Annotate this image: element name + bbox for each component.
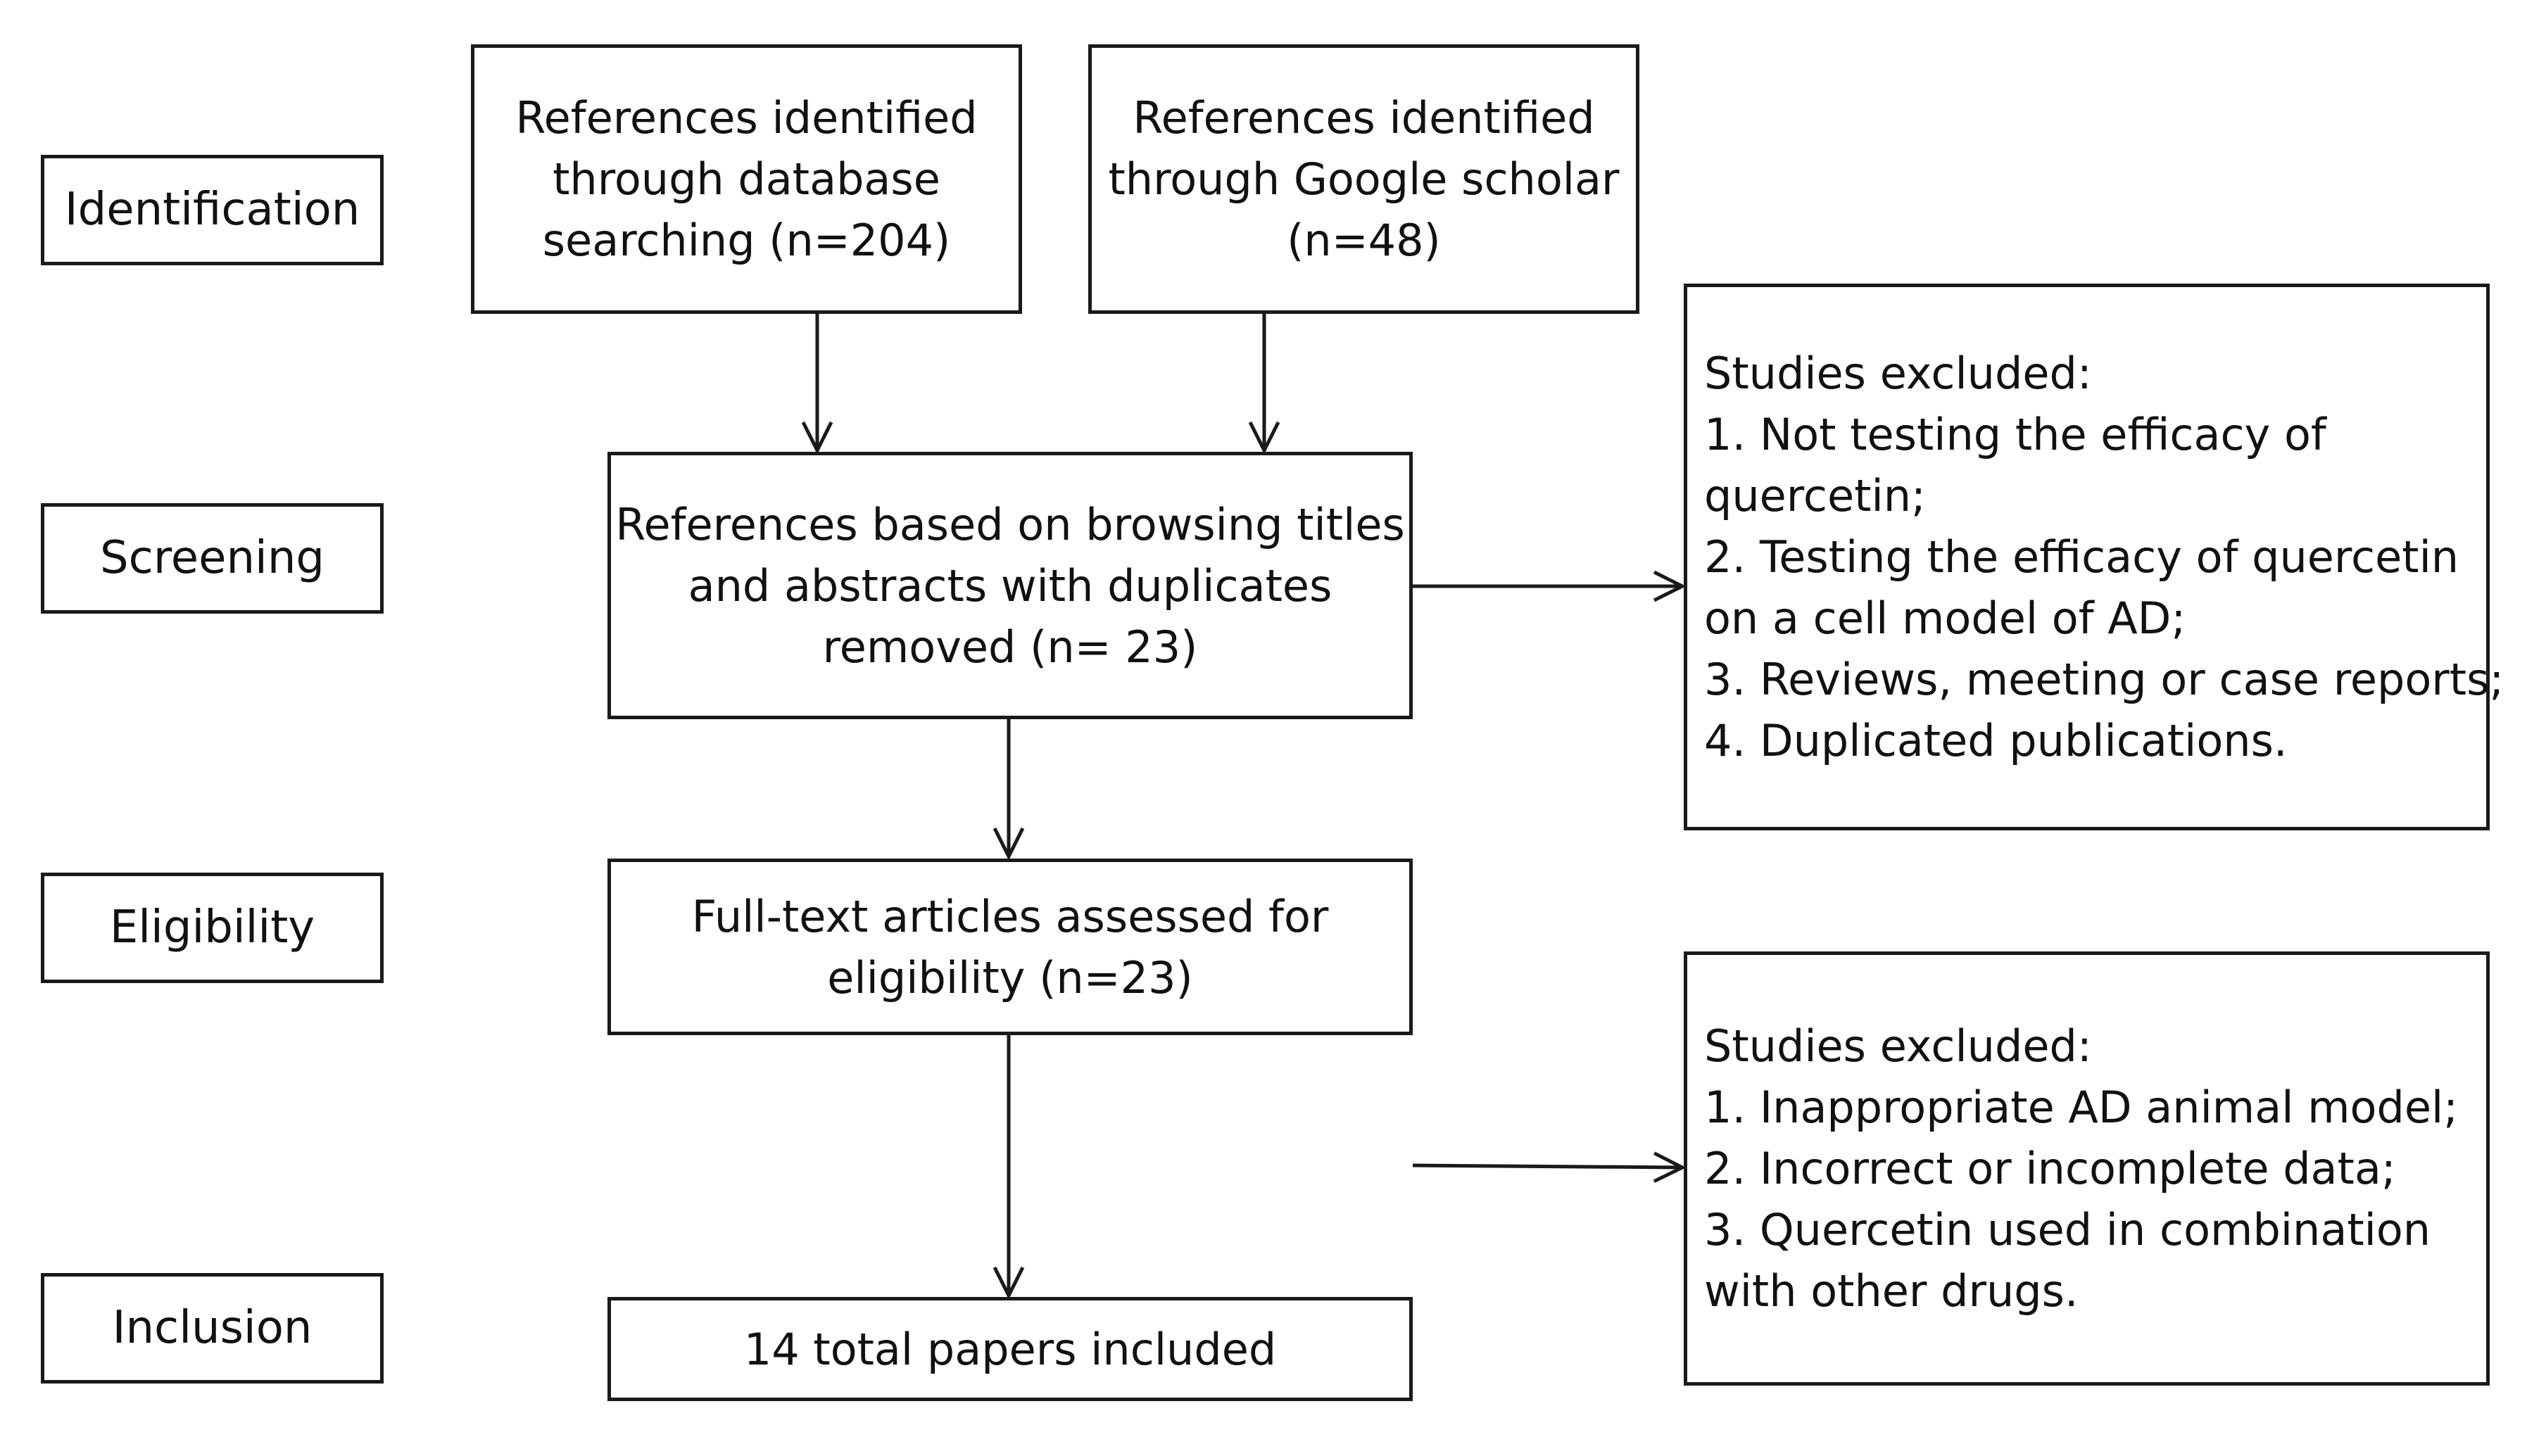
screening-exclusion-line-5: on a cell model of AD;: [1704, 593, 2186, 644]
screening-line-3: removed (n= 23): [822, 621, 1198, 673]
eligibility-exclusion-line-2: 1. Inappropriate AD animal model;: [1704, 1082, 2459, 1133]
eligibility-exclusion-line-1: Studies excluded:: [1704, 1020, 2092, 1072]
screening-exclusion-line-6: 3. Reviews, meeting or case reports;: [1704, 654, 2504, 705]
database-line-3: searching (n=204): [542, 215, 951, 266]
screening-exclusion-line-3: quercetin;: [1704, 470, 1926, 521]
stage-inclusion: Inclusion: [41, 1273, 384, 1384]
scholar-references-box: References identified through Google sch…: [1088, 44, 1639, 314]
scholar-line-1: References identified: [1133, 92, 1595, 144]
stage-identification: Identification: [41, 155, 384, 265]
scholar-line-3: (n=48): [1287, 215, 1441, 266]
arrow-to-eligibility-exclusion: [1412, 1165, 1682, 1167]
screening-references-box: References based on browsing titles and …: [607, 452, 1413, 719]
stage-eligibility: Eligibility: [41, 873, 384, 983]
screening-exclusion-line-1: Studies excluded:: [1704, 348, 2092, 399]
database-references-box: References identified through database s…: [471, 44, 1022, 314]
screening-exclusion-line-4: 2. Testing the efficacy of quercetin: [1704, 531, 2459, 583]
full-text-assessment-box: Full-text articles assessed for eligibil…: [607, 859, 1413, 1035]
eligibility-exclusion-line-5: with other drugs.: [1704, 1265, 2079, 1317]
eligibility-line-1: Full-text articles assessed for: [691, 890, 1329, 942]
database-line-1: References identified: [515, 92, 978, 144]
eligibility-line-2: eligibility (n=23): [827, 951, 1193, 1004]
scholar-line-2: through Google scholar: [1108, 153, 1620, 205]
eligibility-exclusion-line-3: 2. Incorrect or incomplete data;: [1704, 1143, 2396, 1194]
screening-exclusions-box: Studies excluded: 1. Not testing the eff…: [1684, 284, 2504, 830]
inclusion-line-1: 14 total papers included: [743, 1323, 1277, 1375]
screening-exclusion-line-7: 4. Duplicated publications.: [1704, 715, 2288, 766]
eligibility-exclusions-box: Studies excluded: 1. Inappropriate AD an…: [1684, 951, 2490, 1386]
eligibility-exclusion-line-4: 3. Quercetin used in combination: [1704, 1204, 2431, 1255]
screening-line-2: and abstracts with duplicates: [688, 559, 1332, 612]
screening-exclusion-line-2: 1. Not testing the efficacy of: [1704, 409, 2326, 460]
stage-screening: Screening: [41, 503, 384, 614]
database-line-2: through database: [553, 153, 940, 205]
included-papers-box: 14 total papers included: [607, 1297, 1413, 1401]
screening-line-1: References based on browsing titles: [615, 498, 1405, 550]
